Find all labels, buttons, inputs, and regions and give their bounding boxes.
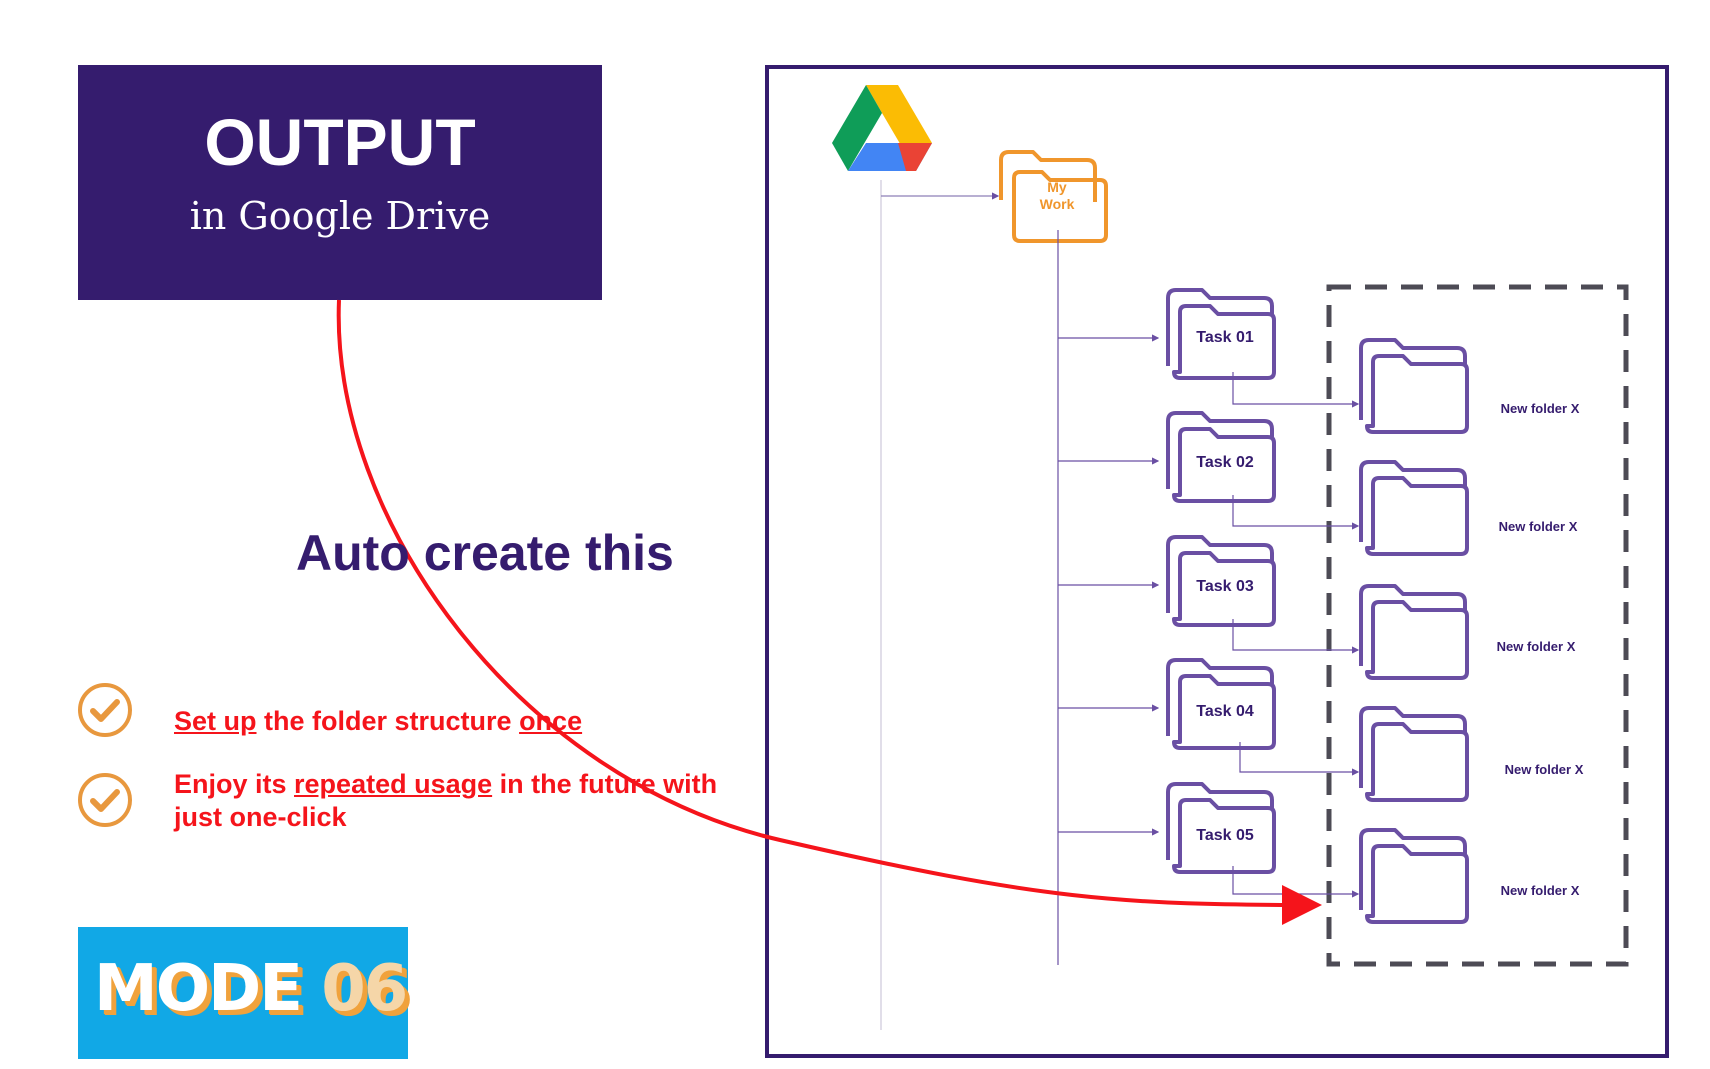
my-work-folder-icon [999,150,1108,243]
subfolder-icon [1359,828,1469,924]
bullet-text: in the future with just one-click [174,769,718,832]
underlined-text: once [519,706,583,736]
bullet-text: the folder structure [256,706,520,736]
red-arrow [336,299,1322,925]
task-05-label: Task 05 [1196,827,1254,844]
bullet-1: Set up the folder structure once [174,705,754,738]
diagram-frame [765,65,1669,1058]
underlined-text: repeated usage [294,769,493,799]
title-main: OUTPUT [204,105,476,179]
my-work-label-line2: Work [1039,196,1075,212]
subfolder-icon [1359,460,1469,556]
task-folder-icon [1166,411,1276,503]
subfolder-icon [1359,338,1469,434]
connector-line [1232,495,1360,530]
check-circle-icon [78,773,132,827]
underlined-text: Set up [174,706,257,736]
new-folder-label-4: New folder X [1504,762,1584,777]
task-03-label: Task 03 [1196,578,1254,595]
new-folder-label-5: New folder X [1500,883,1580,898]
connector-line [1232,372,1360,408]
task-02-label: Task 02 [1196,454,1254,471]
mode-word: MODE [94,952,303,1026]
bullet-2: Enjoy its repeated usage in the future w… [174,768,754,834]
connector-line [1232,619,1360,654]
new-folder-label-2: New folder X [1498,519,1578,534]
new-folder-label-1: New folder X [1500,401,1580,416]
task-01-label: Task 01 [1196,329,1254,346]
headline: Auto create this [296,525,674,581]
mode-number: 06 [321,952,408,1026]
mode-badge: MODE 06 [78,927,408,1059]
connector-line [1239,742,1360,776]
title-sub: in Google Drive [189,194,491,238]
task-folder-icon [1166,535,1276,627]
bullet-text: Enjoy its [174,769,295,799]
task-folder-icon [1166,782,1276,874]
mode-badge-text: MODE 06 [94,957,408,1021]
subfolder-icon [1359,706,1469,802]
task-folder-icon [1166,658,1276,750]
new-folder-label-3: New folder X [1496,639,1576,654]
check-circle-icon [78,683,132,737]
google-drive-icon [832,85,932,171]
output-title-box: OUTPUT in Google Drive [78,65,602,300]
my-work-label: My Work [1027,179,1087,213]
subfolder-icon [1359,584,1469,680]
task-folder-icon [1166,288,1276,380]
task-04-label: Task 04 [1196,703,1254,720]
my-work-label-line1: My [1047,179,1067,195]
